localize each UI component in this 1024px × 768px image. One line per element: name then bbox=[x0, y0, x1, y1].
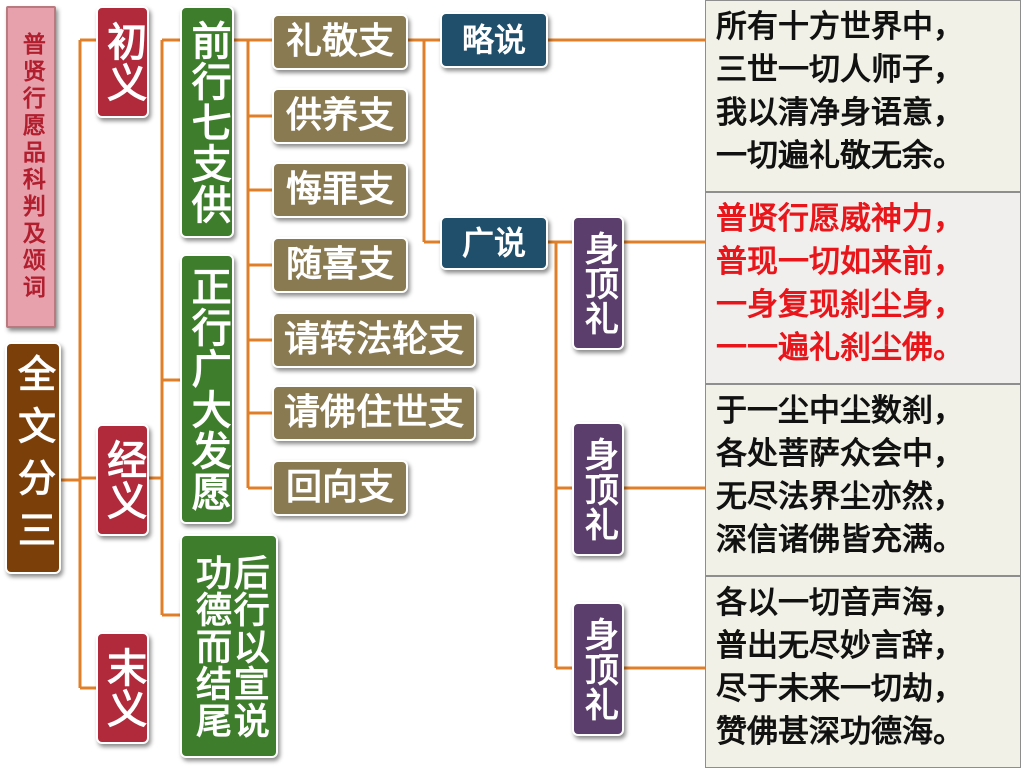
level1-jingyi: 经义 bbox=[96, 424, 149, 536]
verse-line: 无尽法界尘亦然， bbox=[716, 479, 964, 515]
verse-line: 赞佛甚深功德海。 bbox=[716, 714, 964, 750]
sub-part-lueshuo: 略说 bbox=[440, 12, 548, 68]
verse-line: 各处菩萨众会中， bbox=[716, 436, 964, 472]
sub-part-guangshuo: 广说 bbox=[440, 216, 548, 270]
verse-box-4: 各以一切音声海， 普出无尽妙言辞， 尽于未来一切劫， 赞佛甚深功德海。 bbox=[705, 576, 1021, 768]
verse-line: 一切遍礼敬无余。 bbox=[716, 138, 964, 174]
verse-line: 普现一切如来前， bbox=[716, 244, 964, 280]
verse-line: 普贤行愿威神力， bbox=[716, 201, 964, 237]
verse-line: 一一遍礼刹尘佛。 bbox=[716, 330, 964, 366]
branch-qingzhuan: 请转法轮支 bbox=[272, 312, 476, 368]
verse-box-2: 普贤行愿威神力， 普现一切如来前， 一身复现刹尘身， 一一遍礼刹尘佛。 bbox=[705, 192, 1021, 384]
root-node: 全文分三 bbox=[5, 342, 61, 574]
diagram-title: 普贤行愿品科判及颂词 bbox=[6, 6, 56, 328]
worship-node-3: 身顶礼 bbox=[572, 602, 624, 736]
level1-moyi: 末义 bbox=[96, 632, 149, 744]
verse-line: 我以清净身语意， bbox=[716, 95, 964, 131]
verse-line: 一身复现刹尘身， bbox=[716, 287, 964, 323]
branch-gongyang: 供养支 bbox=[272, 88, 408, 144]
branch-lijing: 礼敬支 bbox=[272, 14, 408, 70]
verse-line: 所有十方世界中， bbox=[716, 9, 964, 45]
branch-huixiang: 回向支 bbox=[272, 460, 408, 516]
verse-box-3: 于一尘中尘数刹， 各处菩萨众会中， 无尽法界尘亦然， 深信诸佛皆充满。 bbox=[705, 384, 1021, 576]
worship-node-1: 身顶礼 bbox=[572, 216, 624, 350]
branch-suixi: 随喜支 bbox=[272, 237, 408, 293]
branch-qingfo: 请佛住世支 bbox=[272, 385, 476, 441]
verse-line: 各以一切音声海， bbox=[716, 585, 964, 621]
verse-line: 深信诸佛皆充满。 bbox=[716, 522, 964, 558]
level2-houxing: 后行以宣说功德而结尾 bbox=[180, 534, 278, 758]
worship-node-2: 身顶礼 bbox=[572, 422, 624, 556]
verse-line: 尽于未来一切劫， bbox=[716, 671, 964, 707]
level2-qianxing: 前行七支供 bbox=[180, 6, 234, 238]
branch-huizui: 悔罪支 bbox=[272, 162, 408, 218]
verse-line: 于一尘中尘数刹， bbox=[716, 393, 964, 429]
level1-chuyi: 初义 bbox=[96, 6, 149, 118]
verse-line: 三世一切人师子， bbox=[716, 52, 964, 88]
verse-box-1: 所有十方世界中， 三世一切人师子， 我以清净身语意， 一切遍礼敬无余。 bbox=[705, 0, 1021, 192]
verse-line: 普出无尽妙言辞， bbox=[716, 628, 964, 664]
level2-zhengxing: 正行广大发愿 bbox=[180, 254, 234, 524]
